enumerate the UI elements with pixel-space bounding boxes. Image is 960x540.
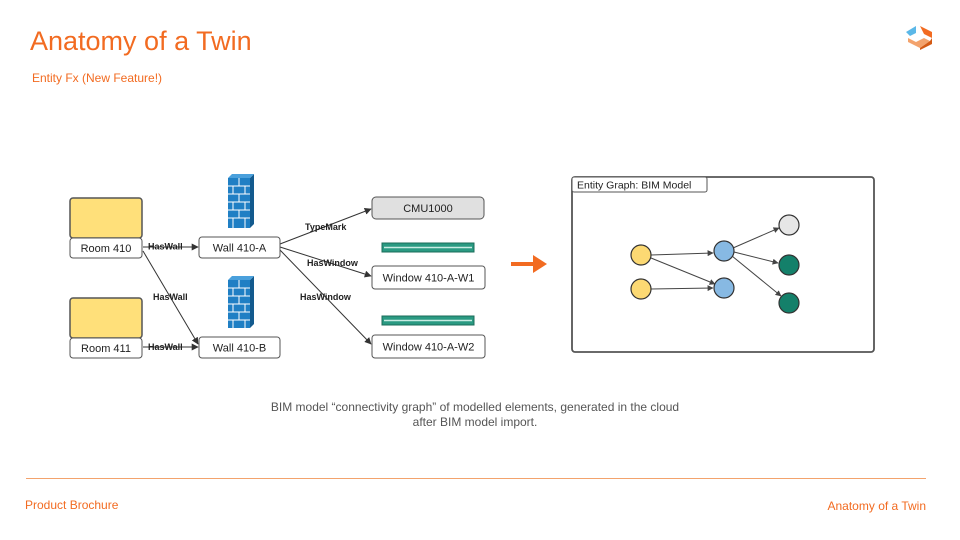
entity-graph-title: Entity Graph: BIM Model bbox=[577, 180, 691, 192]
page-subtitle: Entity Fx (New Feature!) bbox=[32, 71, 163, 85]
edge-label-haswall: HasWall bbox=[148, 342, 183, 352]
svg-text:Window 410-A-W1: Window 410-A-W1 bbox=[383, 273, 475, 285]
room-410-icon bbox=[69, 197, 143, 239]
edge-label-haswindow: HasWindow bbox=[307, 258, 359, 268]
edge-label-haswindow: HasWindow bbox=[300, 292, 352, 302]
transition-arrow-icon bbox=[511, 255, 547, 273]
page-title: Anatomy of a Twin bbox=[30, 26, 252, 56]
window-w1-icon bbox=[381, 242, 475, 253]
entity-graph-panel: Entity Graph: BIM Model bbox=[571, 176, 875, 353]
graph-node-type bbox=[778, 214, 800, 236]
wall-410a-icon bbox=[228, 174, 254, 228]
svg-text:CMU1000: CMU1000 bbox=[403, 203, 453, 215]
caption-line-1: BIM model “connectivity graph” of modell… bbox=[270, 400, 680, 414]
graph-node-wall bbox=[713, 277, 735, 299]
window-w2-icon bbox=[381, 315, 475, 326]
wall-410b-icon bbox=[228, 276, 254, 328]
node-wall-410b: Wall 410-B bbox=[198, 336, 281, 359]
node-wall-410a: Wall 410-A bbox=[198, 236, 281, 259]
caption-line-2: after BIM model import. bbox=[412, 415, 538, 429]
room-411-icon bbox=[69, 297, 143, 339]
edge-label-haswall: HasWall bbox=[153, 292, 188, 302]
edge-label-typemark: TypeMark bbox=[305, 222, 347, 232]
edge-wall410a-cmu bbox=[279, 207, 372, 245]
svg-text:Window 410-A-W2: Window 410-A-W2 bbox=[383, 342, 475, 354]
edge-wall410a-w1 bbox=[279, 246, 372, 278]
diagram-caption: BIM model “connectivity graph” of modell… bbox=[230, 400, 720, 430]
svg-text:Wall 410-B: Wall 410-B bbox=[213, 343, 266, 355]
edge-room410-wall410b bbox=[142, 250, 199, 345]
footer-divider bbox=[26, 478, 926, 479]
footer-right-text: Anatomy of a Twin bbox=[827, 499, 927, 513]
node-room-410: Room 410 bbox=[69, 237, 143, 259]
svg-text:Room 411: Room 411 bbox=[81, 343, 131, 355]
edge-wall410a-w2 bbox=[279, 249, 372, 345]
edge-label-haswall: HasWall bbox=[148, 242, 183, 252]
node-window-w1: Window 410-A-W1 bbox=[371, 265, 486, 290]
graph-node-room bbox=[630, 244, 652, 266]
svg-text:Wall 410-A: Wall 410-A bbox=[213, 243, 267, 255]
graph-node-window bbox=[778, 292, 800, 314]
graph-node-window bbox=[778, 254, 800, 276]
node-window-w2: Window 410-A-W2 bbox=[371, 334, 486, 359]
footer-left-text: Product Brochure bbox=[25, 498, 119, 512]
graph-node-wall bbox=[713, 240, 735, 262]
graph-node-room bbox=[630, 278, 652, 300]
svg-text:Room 410: Room 410 bbox=[81, 243, 132, 255]
node-cmu1000: CMU1000 bbox=[371, 196, 485, 220]
node-room-411: Room 411 bbox=[69, 337, 143, 359]
brand-logo-icon bbox=[906, 26, 932, 50]
